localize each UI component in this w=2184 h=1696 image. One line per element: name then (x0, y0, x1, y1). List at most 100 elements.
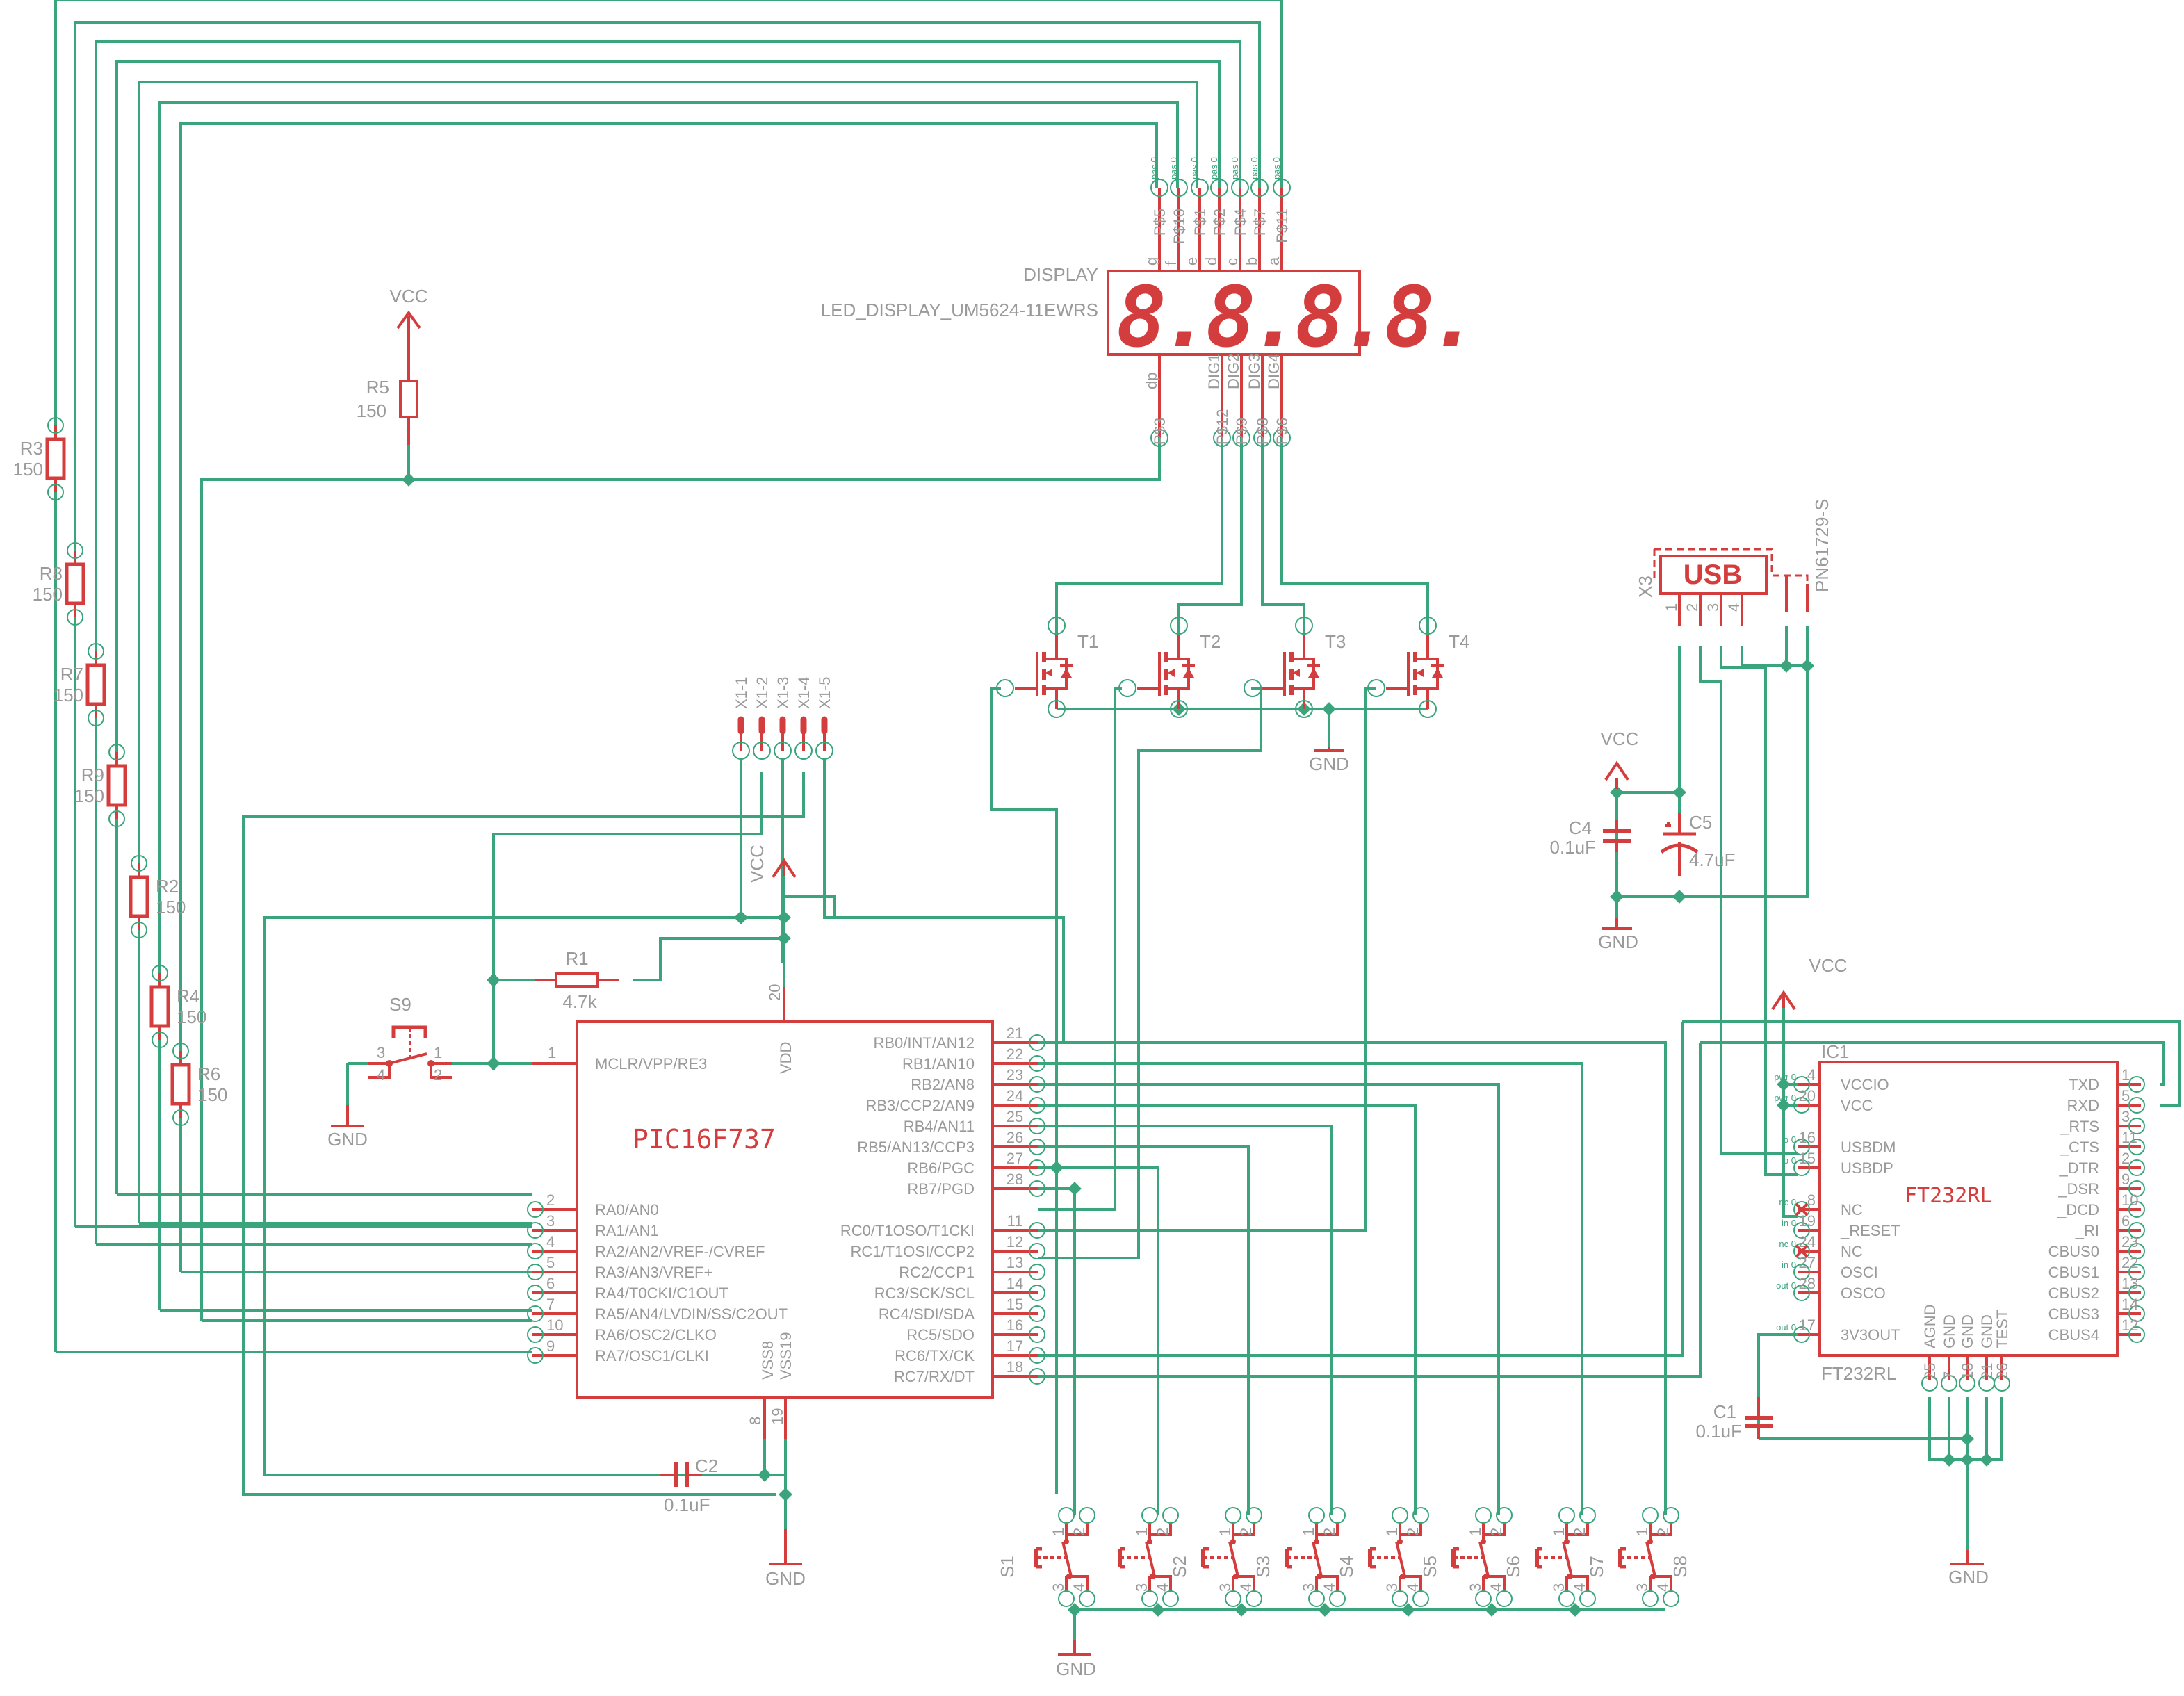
mosfet-t1[interactable]: T1 (996, 617, 1098, 718)
header-pin-1[interactable]: X1-1 (732, 677, 750, 760)
capacitor-c4[interactable]: VCC C4 0.1uF GND (1550, 728, 1639, 952)
ft232-pin-11[interactable]: 11_CTS (2060, 1129, 2145, 1156)
mosfet-t4[interactable]: T4 (1367, 617, 1469, 718)
mosfet-t3[interactable]: T3 (1244, 617, 1346, 718)
ft232-pin-9[interactable]: 9_DSR (2057, 1171, 2145, 1198)
header-pin-4[interactable]: X1-4 (794, 677, 813, 760)
pic16f737[interactable]: PIC16F737 VDD VSS8 VSS19 20 8 19 1 MCLR/… (527, 845, 1045, 1589)
ft232-pin-6[interactable]: 6_RI (2075, 1212, 2145, 1239)
usb-connector-x3[interactable]: USB X3 PN61729-S 1 2 3 4 (1635, 499, 1832, 626)
capacitor-c5[interactable]: C5 4.7uF (1660, 812, 1736, 876)
resistor-r1[interactable]: R1 4.7k (494, 948, 619, 1012)
mosfet-t2[interactable]: T2 (1118, 617, 1221, 718)
ft232-pin-3[interactable]: 3_RTS (2060, 1108, 2145, 1135)
capacitor-c1[interactable]: C1 0.1uF (1696, 1397, 1773, 1442)
switch-s9[interactable]: S9 3 4 1 2 GND (327, 994, 452, 1150)
ft232-pin-2[interactable]: 2_DTR (2059, 1150, 2145, 1177)
capacitor-c2[interactable]: C2 0.1uF (660, 1456, 718, 1515)
resistor-r5[interactable]: R5 150 VCC (357, 286, 428, 480)
display-pin-dp[interactable]: dpP$3 (1143, 354, 1168, 447)
header-pin-2[interactable]: X1-2 (753, 677, 771, 760)
header-pin-5[interactable]: X1-5 (815, 677, 833, 760)
ft232-pin-10[interactable]: 10_DCD (2057, 1191, 2145, 1218)
led-display[interactable]: DISPLAY LED_DISPLAY_UM5624-11EWRS 8.8.8.… (821, 157, 1479, 447)
header-pin-3[interactable]: X1-3 (774, 677, 792, 760)
